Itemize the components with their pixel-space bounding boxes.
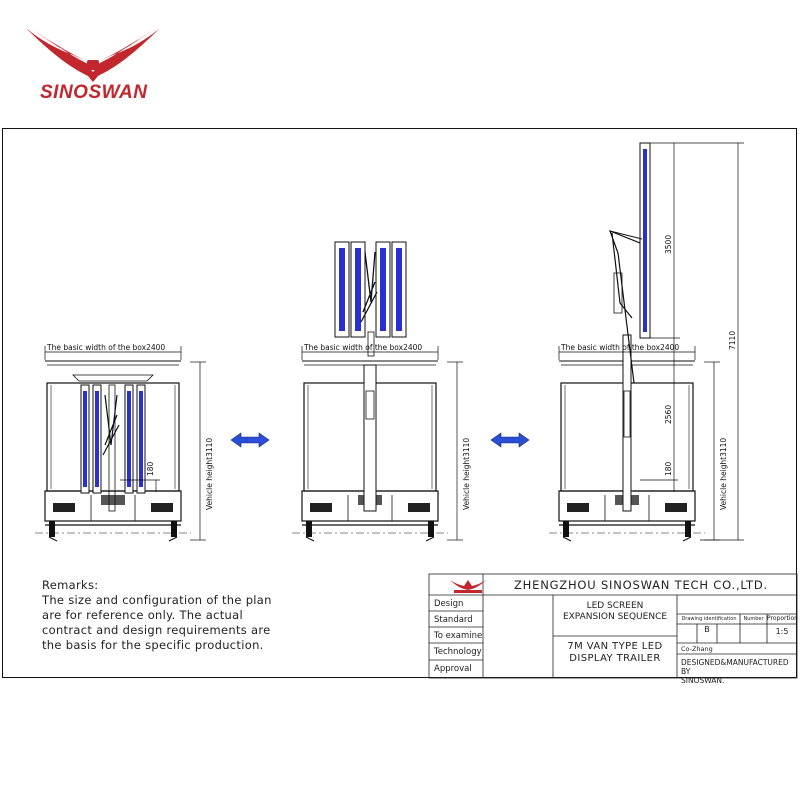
manufacturer-text: DESIGNED&MANUFACTURED BY SINOSWAN. (681, 658, 789, 685)
col-header-number: Number (743, 616, 764, 622)
sinoswan-wing-logo (26, 28, 160, 82)
product-name: 7M VAN TYPE LED DISPLAY TRAILER (567, 641, 663, 664)
row-standard: Standard (434, 614, 473, 625)
box-width-label-2: The basic width of the box2400 (303, 343, 422, 352)
box-width-label-3: The basic width of the box2400 (560, 343, 679, 352)
dim-180-label-2: 180 (664, 461, 673, 476)
dim-3500-label: 3500 (664, 235, 673, 254)
row-approval: Approval (434, 663, 472, 674)
title-block-logo (450, 580, 486, 593)
title-block: ZHENGZHOU SINOSWAN TECH CO.,LTD. Design … (429, 574, 799, 685)
double-arrow-icon (230, 432, 270, 448)
vehicle-height-label-1: Vehicle height3110 (205, 438, 214, 510)
row-technology: Technology (434, 646, 482, 657)
col-header-proportion: Proportion (767, 615, 798, 622)
remarks-block: Remarks: The size and configuration of t… (42, 578, 342, 653)
drafter-name: Co-Zhang (681, 645, 713, 653)
double-arrow-icon (490, 432, 530, 448)
identification-value: B (704, 625, 710, 634)
row-design: Design (434, 598, 464, 609)
dim-7110-label: 7110 (728, 331, 737, 350)
proportion-value: 1:5 (775, 627, 789, 636)
dim-180-label-1: 180 (146, 461, 155, 476)
brand-name: SINOSWAN (40, 82, 148, 103)
col-header-identification: Drawing identification (681, 616, 737, 622)
vehicle-height-label-3: Vehicle height3110 (719, 438, 728, 510)
box-width-label-1: The basic width of the box2400 (46, 343, 165, 352)
remarks-title: Remarks: (42, 578, 99, 592)
drawing-title: LED SCREEN EXPANSION SEQUENCE (562, 601, 668, 622)
dim-2560-label: 2560 (664, 405, 673, 424)
row-to-examine: To examine (434, 630, 483, 641)
company-name: ZHENGZHOU SINOSWAN TECH CO.,LTD. (514, 578, 768, 592)
remarks-text: The size and configuration of the plan a… (42, 593, 272, 652)
vehicle-height-label-2: Vehicle height3110 (462, 438, 471, 510)
drawing-sheet (2, 128, 797, 678)
